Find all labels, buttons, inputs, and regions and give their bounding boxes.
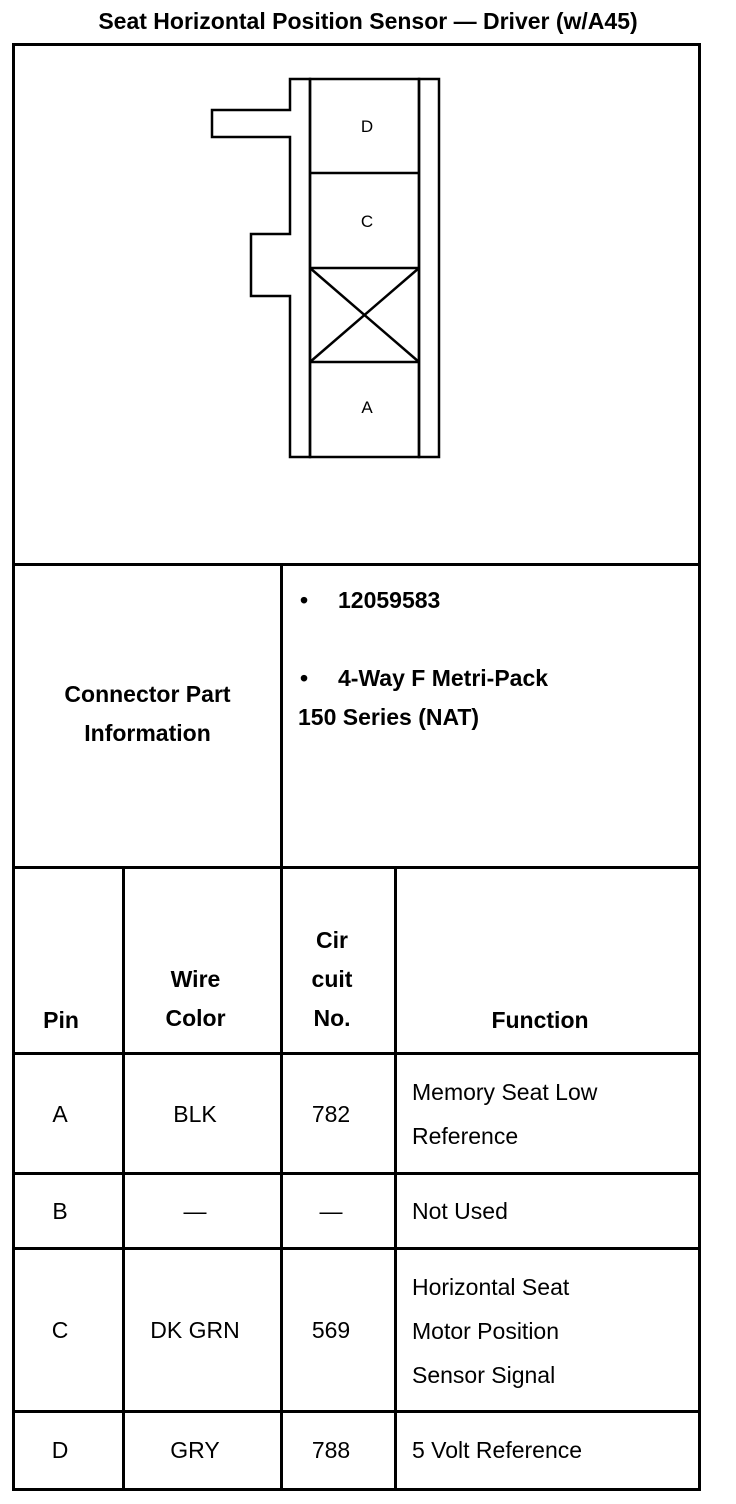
connector-housing-outline [210,77,312,459]
connector-description-line2: 150 Series (NAT) [298,704,480,730]
part-info-label: Connector Part Information [64,681,231,746]
row-c-circuit: 569 [311,1317,351,1343]
document-frame [12,43,701,1491]
row-d-function: 5 Volt Reference [412,1437,583,1463]
row-a-function: Memory Seat Low Reference [412,1079,598,1149]
header-wire-color: Wire Color [165,966,226,1031]
row-b-circuit: — [319,1198,343,1224]
divider-header-bottom [12,1052,701,1055]
row-b-wire: — [183,1198,207,1224]
cavity-label-d: D [361,117,373,136]
connector-right-rail [417,77,441,459]
divider-col-pin [122,866,125,1491]
row-b-pin: B [52,1198,68,1224]
header-pin: Pin [43,1007,79,1033]
divider-row-b-bottom [12,1247,701,1250]
header-circuit-no: Cir cuit No. [311,927,353,1031]
bullet-part-number: • [300,587,309,613]
row-d-circuit: 788 [311,1437,351,1463]
row-b-function: Not Used [412,1198,508,1224]
connector-description-line1: 4-Way F Metri-Pack [338,665,549,691]
header-function: Function [491,1007,589,1033]
row-c-function: Horizontal Seat Motor Position Sensor Si… [412,1274,570,1388]
part-number: 12059583 [338,587,441,613]
divider-col-circuit [394,866,397,1491]
row-a-wire: BLK [173,1101,217,1127]
divider-col-wire [280,866,283,1491]
divider-row-a-bottom [12,1172,701,1175]
divider-part-info-bottom [12,866,701,869]
bullet-description: • [300,665,309,691]
divider-row-c-bottom [12,1410,701,1413]
divider-diagram-bottom [12,563,701,566]
row-d-pin: D [51,1437,69,1463]
cavity-label-c: C [361,212,373,231]
row-c-pin: C [51,1317,69,1343]
row-c-wire: DK GRN [150,1317,240,1343]
page-title: Seat Horizontal Position Sensor — Driver… [98,8,638,34]
connector-diagram: D C A [210,77,441,459]
row-a-circuit: 782 [311,1101,351,1127]
cavity-label-a: A [361,398,373,417]
row-a-pin: A [52,1101,68,1127]
divider-part-info-col [280,563,283,869]
row-d-wire: GRY [170,1437,220,1463]
